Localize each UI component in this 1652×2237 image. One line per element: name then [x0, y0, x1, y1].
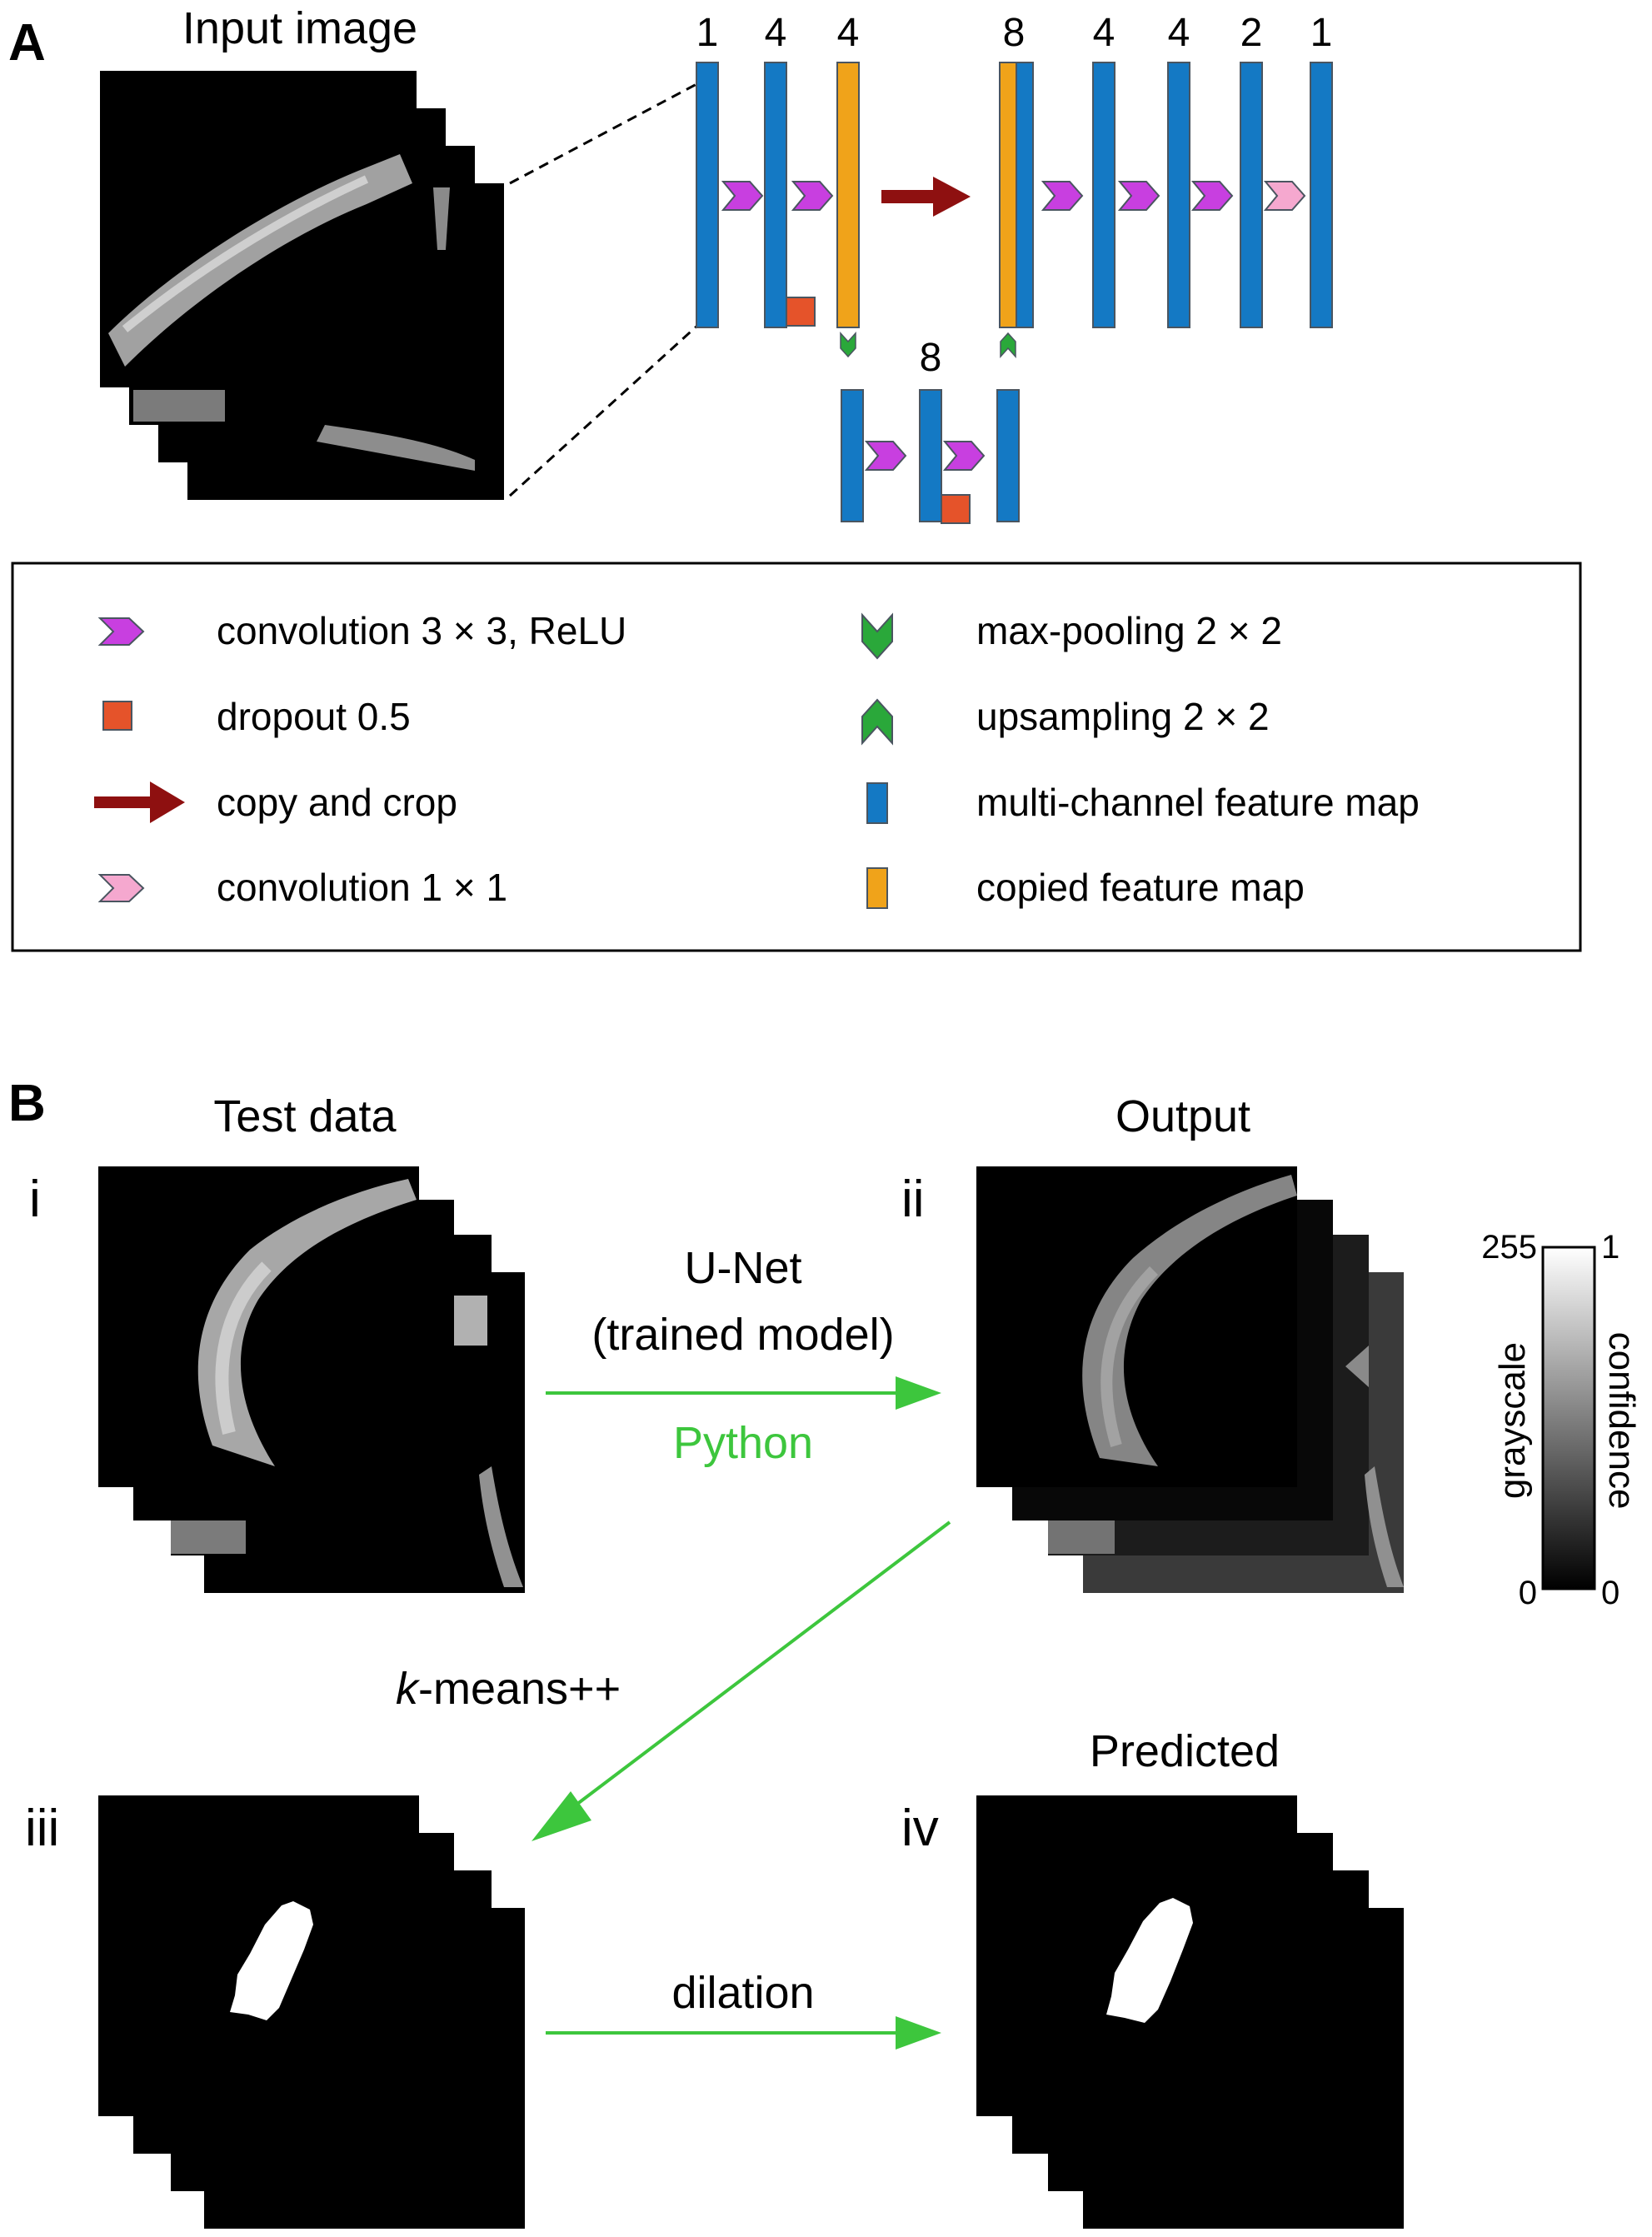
channel-count: 8 [920, 336, 942, 380]
feature-map [1016, 62, 1034, 328]
legend-dropout: dropout 0.5 [217, 695, 411, 738]
input-image-title: Input image [182, 3, 417, 53]
zoom-line-top [509, 82, 699, 185]
copied-feature-map [999, 62, 1017, 328]
unet-label: U-Net [684, 1243, 801, 1293]
multi-legend-icon [866, 782, 888, 824]
dropout-marker [786, 297, 816, 327]
predicted-title: Predicted [1090, 1726, 1280, 1776]
dropout-marker [941, 494, 971, 524]
kmeans-arrow [565, 1520, 951, 1814]
kmeans-arrowhead [532, 1791, 591, 1841]
channel-count: 1 [696, 11, 719, 55]
channel-count: 4 [765, 11, 787, 55]
python-label: Python [673, 1418, 813, 1468]
legend-multi: multi-channel feature map [976, 781, 1420, 824]
roman-i: i [29, 1171, 41, 1228]
zoom-line-bottom [508, 323, 700, 497]
predicted-stack [976, 1795, 1404, 2229]
legend-maxpool: max-pooling 2 × 2 [976, 609, 1282, 652]
conv3-legend-icon [97, 617, 145, 646]
output-title: Output [1115, 1091, 1250, 1141]
dropout-legend-icon [102, 701, 132, 731]
kmeans-stack [98, 1795, 525, 2229]
channel-count: 4 [1168, 11, 1190, 55]
kmeans-rest: -means++ [418, 1664, 621, 1714]
legend-conv3: convolution 3 × 3, ReLU [217, 609, 626, 652]
feature-map [696, 62, 719, 328]
feature-map [1092, 62, 1115, 328]
feature-map [996, 389, 1020, 522]
output-stack [976, 1166, 1404, 1593]
copied-legend-icon [866, 867, 888, 909]
conv1-chevron [1263, 181, 1306, 211]
input-image-stack [100, 71, 504, 500]
roman-ii: ii [901, 1171, 925, 1228]
feature-map [841, 389, 864, 522]
legend-copy: copy and crop [217, 781, 457, 824]
unet-arrowhead [896, 1376, 941, 1410]
feature-map [919, 389, 942, 522]
kmeans-k: k [396, 1664, 421, 1714]
copied-feature-map [836, 62, 860, 328]
feature-map [1167, 62, 1190, 328]
conv3-chevron [1190, 181, 1234, 211]
conv3-chevron [1117, 181, 1160, 211]
channel-count: 4 [1093, 11, 1115, 55]
colorbar-right-top: 1 [1601, 1229, 1620, 1266]
legend-upsample: upsampling 2 × 2 [976, 695, 1270, 738]
colorbar-right-bottom: 0 [1601, 1575, 1620, 1611]
unet-architecture [696, 62, 1333, 524]
feature-map [1310, 62, 1333, 328]
upsample-marker [1000, 332, 1016, 358]
legend-box [11, 562, 1582, 952]
max-pool-marker [840, 332, 856, 358]
maxpool-legend-icon [861, 612, 893, 660]
colorbar-left-label: grayscale [1492, 1342, 1533, 1499]
colorbar: 255 0 1 0 grayscale confidence [1481, 1229, 1642, 1611]
copy-crop-arrow [881, 177, 971, 217]
colorbar-left-bottom: 0 [1519, 1575, 1537, 1611]
legend: convolution 3 × 3, ReLU dropout 0.5 copy… [94, 609, 1420, 909]
conv3-chevron [864, 441, 907, 471]
conv1-legend-icon [97, 874, 145, 902]
channel-count: 1 [1310, 11, 1333, 55]
panel-a-label: A [8, 14, 46, 72]
panel-b-label: B [8, 1075, 46, 1132]
unet-sublabel: (trained model) [591, 1310, 894, 1360]
dilation-label: dilation [671, 1968, 814, 2018]
upsample-legend-icon [861, 698, 893, 746]
channel-count: 8 [1003, 11, 1026, 55]
test-data-title: Test data [213, 1091, 397, 1141]
test-data-stack [98, 1166, 525, 1593]
colorbar-left-top: 255 [1481, 1229, 1537, 1266]
feature-map [1240, 62, 1263, 328]
conv3-chevron [721, 181, 764, 211]
legend-copied: copied feature map [976, 866, 1305, 909]
dilation-arrowhead [896, 2016, 941, 2050]
kmeans-label: k-means++ [396, 1664, 621, 1714]
feature-map [764, 62, 787, 328]
copy-legend-icon [94, 781, 185, 823]
legend-conv1: convolution 1 × 1 [217, 866, 507, 909]
conv3-chevron [942, 441, 986, 471]
conv3-chevron [791, 181, 834, 211]
roman-iii: iii [25, 1800, 59, 1857]
roman-iv: iv [901, 1800, 939, 1857]
conv3-chevron [1041, 181, 1084, 211]
colorbar-right-label: confidence [1601, 1332, 1642, 1510]
channel-count: 2 [1240, 11, 1263, 55]
channel-count: 4 [837, 11, 860, 55]
